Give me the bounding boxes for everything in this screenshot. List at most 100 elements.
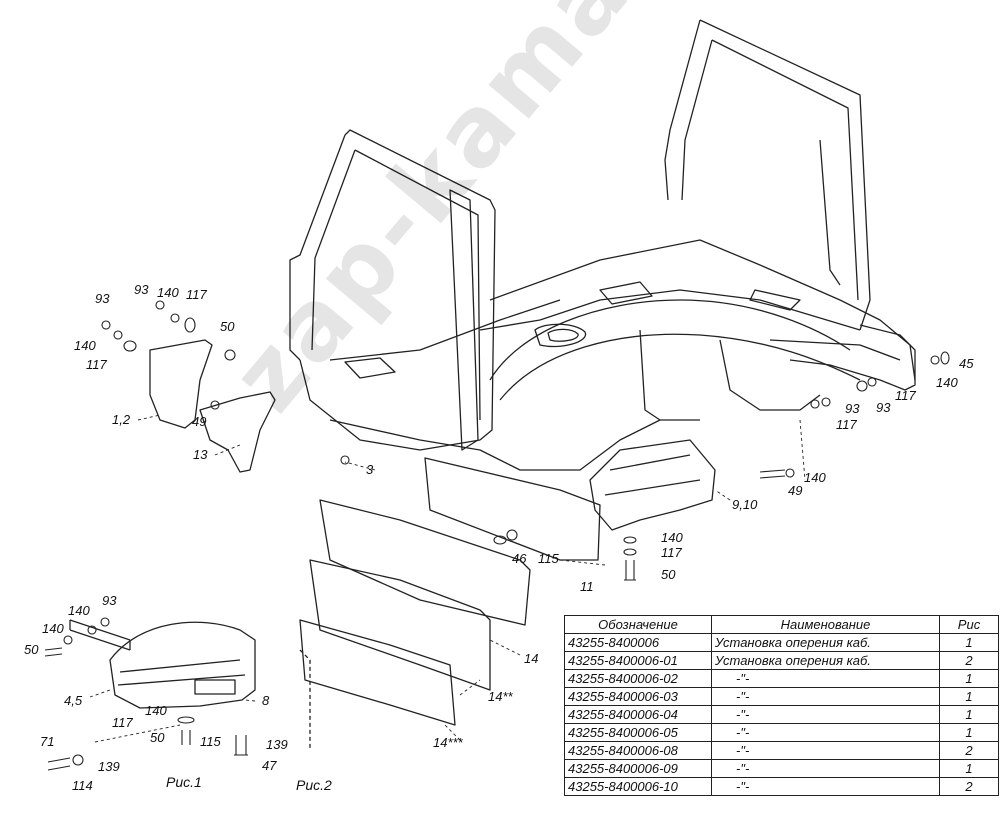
callout: 11 <box>580 579 594 594</box>
callout: 139 <box>266 737 288 752</box>
cell-fig: 2 <box>939 741 999 760</box>
callout: 117 <box>112 715 133 730</box>
callout: 140 <box>936 375 958 390</box>
callout: 49 <box>192 414 207 429</box>
panel-11 <box>424 457 601 561</box>
cell-name: -"- <box>711 741 940 760</box>
callout: 47 <box>262 758 277 773</box>
callout: 140 <box>68 603 90 618</box>
leader-lines <box>89 414 806 743</box>
front-wing-ribs <box>604 454 701 496</box>
table-row: 43255-8400006-09 -"- 1 <box>564 759 999 778</box>
callout: 117 <box>661 545 682 560</box>
cell-code: 43255-8400006-08 <box>564 741 712 760</box>
front-wing <box>589 439 716 531</box>
wing-plate <box>194 679 236 695</box>
cell-fig: 1 <box>939 723 999 742</box>
cell-code: 43255-8400006-01 <box>564 651 712 670</box>
callout: 49 <box>788 483 803 498</box>
callout: 140 <box>157 285 179 300</box>
callout: 93 <box>134 282 149 297</box>
callout: 45 <box>959 356 974 371</box>
cab-frame <box>289 19 916 471</box>
cell-code: 43255-8400006-03 <box>564 687 712 706</box>
callout: 14*** <box>433 735 463 750</box>
callout: 14 <box>524 651 539 666</box>
callout: 93 <box>95 291 110 306</box>
cell-name: -"- <box>711 723 940 742</box>
callout: 139 <box>98 759 120 774</box>
cell-code: 43255-8400006-02 <box>564 669 712 688</box>
table-row: 43255-8400006-08 -"- 2 <box>564 741 999 760</box>
cell-code: 43255-8400006-09 <box>564 759 712 778</box>
callout: 140 <box>661 530 683 545</box>
column-header-name: Наименование <box>711 615 940 634</box>
callout: 50 <box>661 567 676 582</box>
callout: 115 <box>538 551 559 566</box>
table-row: 43255-8400006-04 -"- 1 <box>564 705 999 724</box>
mudflap-14 <box>319 499 531 626</box>
callout: 71 <box>40 734 55 749</box>
callout: 1,2 <box>112 412 131 427</box>
cell-fig: 1 <box>939 669 999 688</box>
cell-name: -"- <box>711 777 940 796</box>
cell-code: 43255-8400006 <box>564 633 712 652</box>
cell-name: -"- <box>711 759 940 778</box>
callout: 140 <box>145 703 167 718</box>
cell-fig: 1 <box>939 633 999 652</box>
callout: 46 <box>512 551 527 566</box>
callout: 93 <box>102 593 117 608</box>
mudflap-14b <box>309 559 491 691</box>
rear-wing <box>109 621 256 709</box>
fig2-guide <box>299 649 311 750</box>
callout: 50 <box>24 642 39 657</box>
table-row: 43255-8400006-03 -"- 1 <box>564 687 999 706</box>
table-row: 43255-8400006-01 Установка оперения каб.… <box>564 651 999 670</box>
wing-ribs <box>117 659 246 686</box>
bracket-13 <box>199 391 276 473</box>
cell-code: 43255-8400006-04 <box>564 705 712 724</box>
callout: 140 <box>42 621 64 636</box>
callout: 117 <box>836 417 857 432</box>
wing-bracket <box>69 619 131 651</box>
callout: 114 <box>72 778 93 793</box>
cell-name: -"- <box>711 669 940 688</box>
callout: 3 <box>366 462 374 477</box>
callout: 13 <box>193 447 208 462</box>
callout: 50 <box>220 319 235 334</box>
cell-code: 43255-8400006-05 <box>564 723 712 742</box>
table-header-row: Обозначение Наименование Рис <box>564 615 999 634</box>
cell-name: -"- <box>711 687 940 706</box>
table-row: 43255-8400006-05 -"- 1 <box>564 723 999 742</box>
cell-code: 43255-8400006-10 <box>564 777 712 796</box>
callout: 140 <box>74 338 96 353</box>
callout: 140 <box>804 470 826 485</box>
cell-fig: 1 <box>939 759 999 778</box>
callout: 4,5 <box>64 693 83 708</box>
cell-name: Установка оперения каб. <box>711 633 940 652</box>
callout: 50 <box>150 730 165 745</box>
callout: 93 <box>845 401 860 416</box>
cell-fig: 1 <box>939 687 999 706</box>
callout: 115 <box>200 734 221 749</box>
mudflap-14c <box>299 619 456 726</box>
specification-table: Обозначение Наименование Рис 43255-84000… <box>564 615 999 796</box>
caption-fig1: Рис.1 <box>166 774 202 790</box>
table-row: 43255-8400006 Установка оперения каб. 1 <box>564 633 999 652</box>
callout: 14** <box>488 689 513 704</box>
callout: 93 <box>876 400 891 415</box>
bracket-1-2 <box>149 339 213 429</box>
callout: 117 <box>86 357 107 372</box>
column-header-code: Обозначение <box>564 615 712 634</box>
callout: 8 <box>262 693 270 708</box>
cell-fig: 2 <box>939 651 999 670</box>
callout: 117 <box>895 388 916 403</box>
table-row: 43255-8400006-10 -"- 2 <box>564 777 999 796</box>
fasteners <box>44 300 950 771</box>
cell-name: -"- <box>711 705 940 724</box>
callout: 9,10 <box>732 497 758 512</box>
cell-fig: 2 <box>939 777 999 796</box>
callout: 117 <box>186 287 207 302</box>
cell-fig: 1 <box>939 705 999 724</box>
